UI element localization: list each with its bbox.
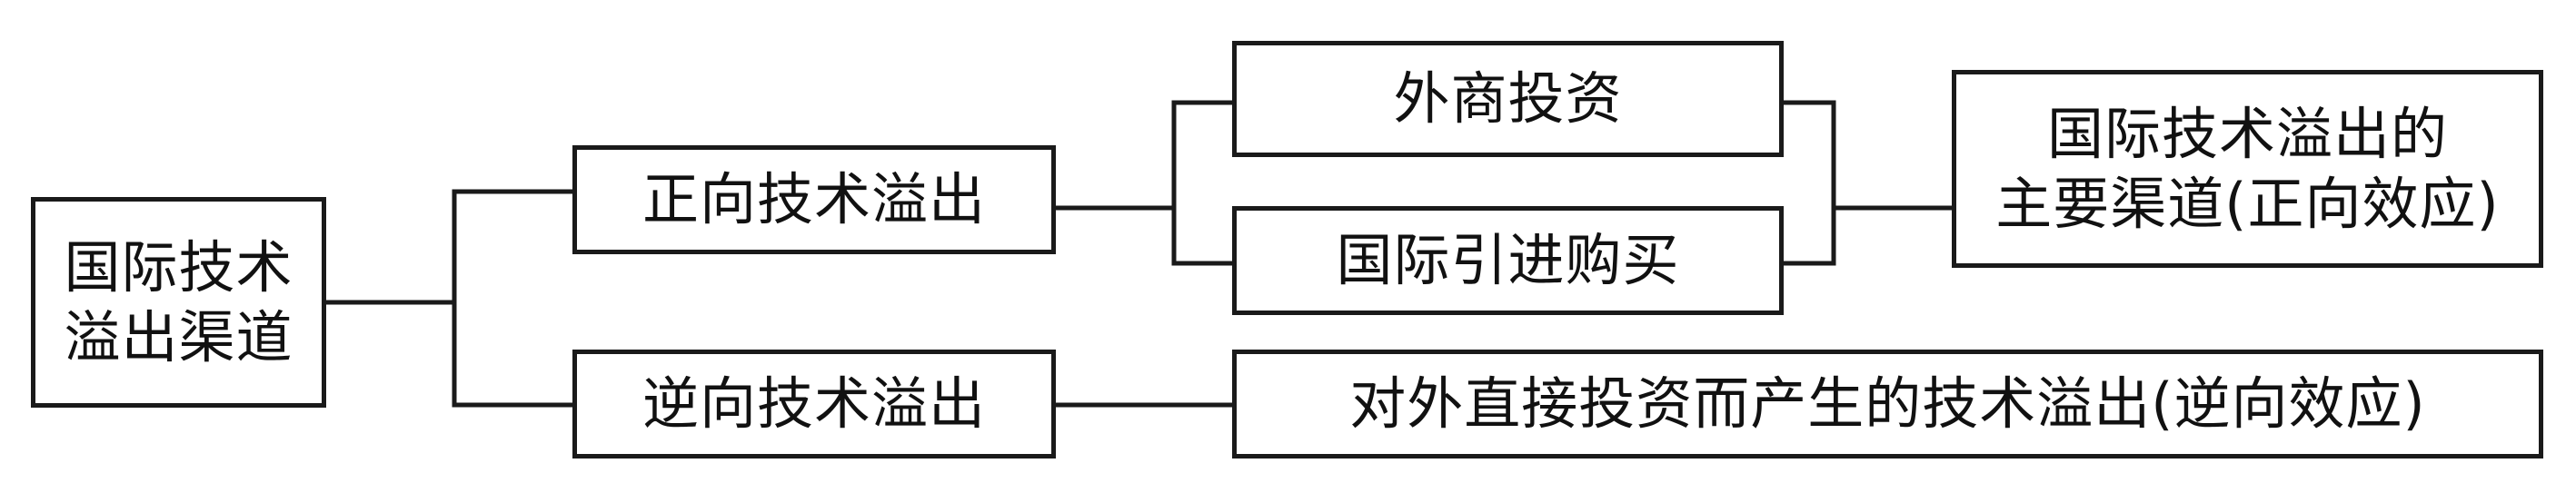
outward-investment-node: 对外直接投资而产生的技术溢出(逆向效应) <box>1232 350 2543 458</box>
foreign-investment-label: 外商投资 <box>1393 65 1623 133</box>
root-label: 国际技术 溢出渠道 <box>64 232 293 373</box>
root-label-line2: 溢出渠道 <box>64 304 293 370</box>
international-purchase-node: 国际引进购买 <box>1232 206 1784 315</box>
main-channel-label-line2: 主要渠道(正向效应) <box>1995 171 2500 237</box>
forward-spillover-node: 正向技术溢出 <box>572 145 1056 254</box>
reverse-spillover-node: 逆向技术溢出 <box>572 350 1056 458</box>
root-label-line1: 国际技术 <box>64 233 293 301</box>
root-node: 国际技术 溢出渠道 <box>31 197 326 408</box>
outward-investment-label: 对外直接投资而产生的技术溢出(逆向效应) <box>1349 370 2426 438</box>
main-channel-node: 国际技术溢出的 主要渠道(正向效应) <box>1952 70 2543 268</box>
foreign-investment-node: 外商投资 <box>1232 41 1784 157</box>
main-channel-label: 国际技术溢出的 主要渠道(正向效应) <box>1995 99 2499 240</box>
reverse-spillover-label: 逆向技术溢出 <box>642 370 986 438</box>
forward-spillover-label: 正向技术溢出 <box>642 166 986 233</box>
international-purchase-label: 国际引进购买 <box>1336 227 1680 294</box>
main-channel-label-line1: 国际技术溢出的 <box>2046 100 2448 167</box>
